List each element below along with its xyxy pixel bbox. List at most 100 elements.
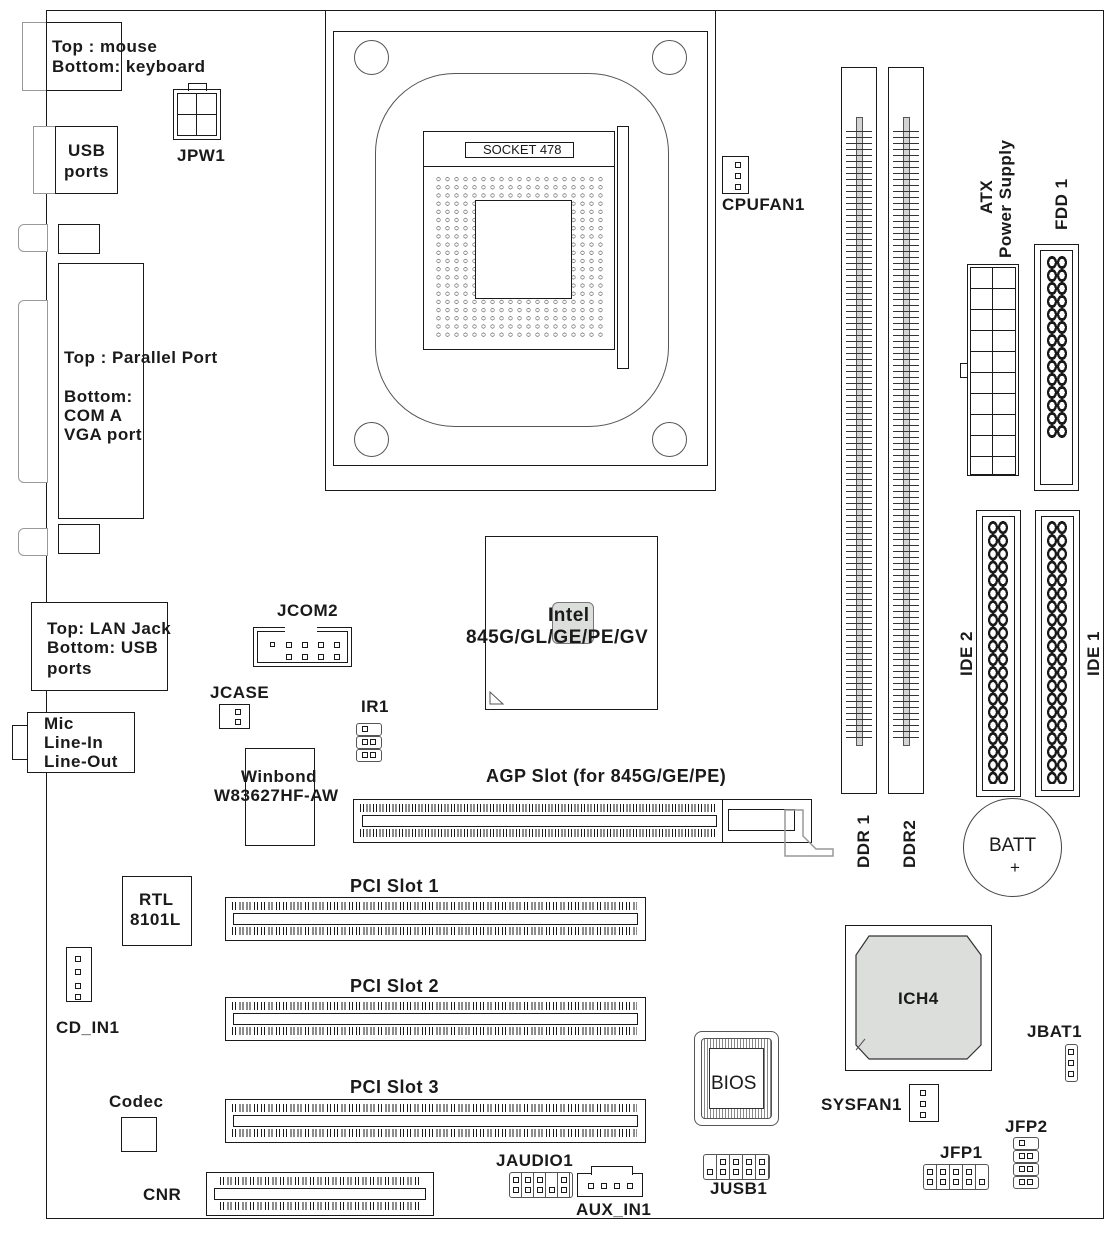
- northbridge-label-2: 845G/GL/GE/PE/GV: [466, 627, 649, 648]
- battery-plus: +: [1010, 858, 1021, 877]
- sysfan1-connector: [909, 1084, 939, 1122]
- pci-slot-3-groove: [233, 1115, 638, 1127]
- usb-label-2: ports: [64, 162, 109, 181]
- pci-slot-3-contacts-bottom: [232, 1129, 637, 1137]
- lan-label-2: Bottom: USB: [47, 638, 159, 657]
- pci-slot-2-groove: [233, 1013, 638, 1025]
- cpu-socket-header-divider: [423, 166, 615, 167]
- jaudio1-label: JAUDIO1: [496, 1151, 574, 1170]
- usb-port-bracket: [33, 126, 57, 194]
- cpu-socket-lever: [617, 126, 629, 369]
- jusb1-header: [703, 1154, 770, 1180]
- parallel-port-bracket: [18, 300, 48, 483]
- jpw1-label: JPW1: [177, 146, 226, 165]
- jfp2-header: [1013, 1137, 1039, 1189]
- pci-slot-2-contacts-bottom: [232, 1027, 637, 1035]
- rtl-label-1: RTL: [139, 890, 174, 909]
- ir1-header: [356, 723, 382, 762]
- codec-chip: [121, 1117, 157, 1152]
- jbat1-jumper: [1065, 1044, 1078, 1082]
- jfp1-header: [923, 1164, 989, 1190]
- northbridge-pin1-marker: [489, 690, 505, 705]
- cnr-slot-groove: [214, 1188, 426, 1200]
- northbridge-label-1: Intel: [548, 605, 590, 626]
- parallel-label-2: Bottom:: [64, 387, 133, 406]
- cpufan1-label: CPUFAN1: [722, 195, 805, 214]
- rtl8101l-chip: [122, 876, 192, 946]
- ir1-label: IR1: [361, 697, 389, 716]
- cpu-socket-cavity: [475, 200, 572, 299]
- pci-slot-2-contacts-top: [232, 1002, 637, 1010]
- bios-label: BIOS: [711, 1073, 757, 1094]
- cd-in1-connector: [66, 947, 92, 1002]
- jusb1-label: JUSB1: [710, 1179, 768, 1198]
- jpw1-latch: [188, 83, 207, 91]
- bios-chip: [694, 1031, 779, 1126]
- cpu-heatsink-outline: [375, 73, 669, 427]
- fdd1-pins: [1047, 256, 1067, 438]
- socket-label: SOCKET 478: [483, 142, 562, 157]
- atx-power-cells: [970, 267, 1016, 475]
- parallel-label-1: Top : Parallel Port: [64, 348, 218, 367]
- aux-in1-connector: [577, 1173, 643, 1197]
- agp-label: AGP Slot (for 845G/GE/PE): [486, 766, 727, 786]
- jcom2-header: [253, 626, 352, 667]
- ddr2-contacts: [893, 128, 919, 740]
- jbat1-label: JBAT1: [1027, 1022, 1083, 1041]
- ddr1-contacts: [846, 128, 872, 740]
- pci-slot-1-groove: [233, 913, 638, 925]
- pci-slot-2-label: PCI Slot 2: [350, 976, 440, 996]
- ide2-pins: [988, 521, 1008, 784]
- cnr-label: CNR: [143, 1185, 182, 1204]
- pci-slot-3-label: PCI Slot 3: [350, 1077, 440, 1097]
- jfp2-label: JFP2: [1005, 1117, 1048, 1136]
- agp-contacts-top: [360, 804, 715, 812]
- parallel-label-4: VGA port: [64, 425, 142, 444]
- codec-label: Codec: [109, 1092, 164, 1111]
- audio-label-mic: Mic: [44, 714, 74, 733]
- ps2-port: [46, 22, 122, 91]
- ps2-label-bottom: Bottom: keyboard: [52, 57, 206, 76]
- atx-label-1: ATX: [977, 179, 996, 214]
- mount-hole-br: [652, 422, 687, 457]
- battery: [963, 798, 1062, 897]
- parallel-label-3: COM A: [64, 406, 123, 425]
- sysfan1-label: SYSFAN1: [821, 1095, 902, 1114]
- socket-label-box: [465, 142, 574, 158]
- lan-usb-port: [31, 602, 168, 691]
- ide1-label: IDE 1: [1084, 630, 1103, 676]
- parallel-port-bracket-top: [18, 224, 48, 252]
- agp-retention-lever: [784, 809, 834, 857]
- ps2-label-top: Top : mouse: [52, 37, 158, 56]
- mount-hole-tr: [652, 40, 687, 75]
- ich4-label: ICH4: [898, 989, 939, 1008]
- aux-in1-latch: [591, 1166, 633, 1175]
- agp-retention-latch: [728, 809, 795, 831]
- jcom2-label: JCOM2: [277, 601, 339, 620]
- audio-label-line-out: Line-Out: [44, 752, 118, 771]
- jaudio1-header: [509, 1172, 573, 1198]
- ddr1-label: DDR 1: [854, 814, 873, 868]
- ich4-die: [855, 935, 982, 1060]
- parallel-com-vga-port: [58, 263, 144, 519]
- lan-label-3: ports: [47, 659, 92, 678]
- agp-slot-groove: [362, 815, 717, 827]
- superio-label-2: W83627HF-AW: [214, 786, 339, 805]
- fdd1-label: FDD 1: [1052, 178, 1071, 230]
- parallel-port-screw-top: [58, 224, 100, 254]
- parallel-port-bracket-bottom: [18, 528, 48, 556]
- cd-in1-label: CD_IN1: [56, 1018, 120, 1037]
- superio-label-1: Winbond: [241, 767, 318, 786]
- pci-slot-1-label: PCI Slot 1: [350, 876, 440, 896]
- parallel-port-screw-bottom: [58, 524, 100, 554]
- battery-label: BATT: [989, 835, 1037, 856]
- ps2-port-bracket: [22, 22, 48, 91]
- cpufan1-connector: [722, 156, 749, 194]
- superio-chip: [245, 748, 315, 846]
- atx-power-latch: [960, 363, 968, 378]
- rtl-label-2: 8101L: [130, 910, 181, 929]
- pci-slot-1-contacts-top: [232, 902, 637, 910]
- jpw1-connector: [173, 89, 221, 140]
- atx-label-2: Power Supply: [996, 139, 1015, 258]
- ddr2-label: DDR2: [900, 819, 919, 868]
